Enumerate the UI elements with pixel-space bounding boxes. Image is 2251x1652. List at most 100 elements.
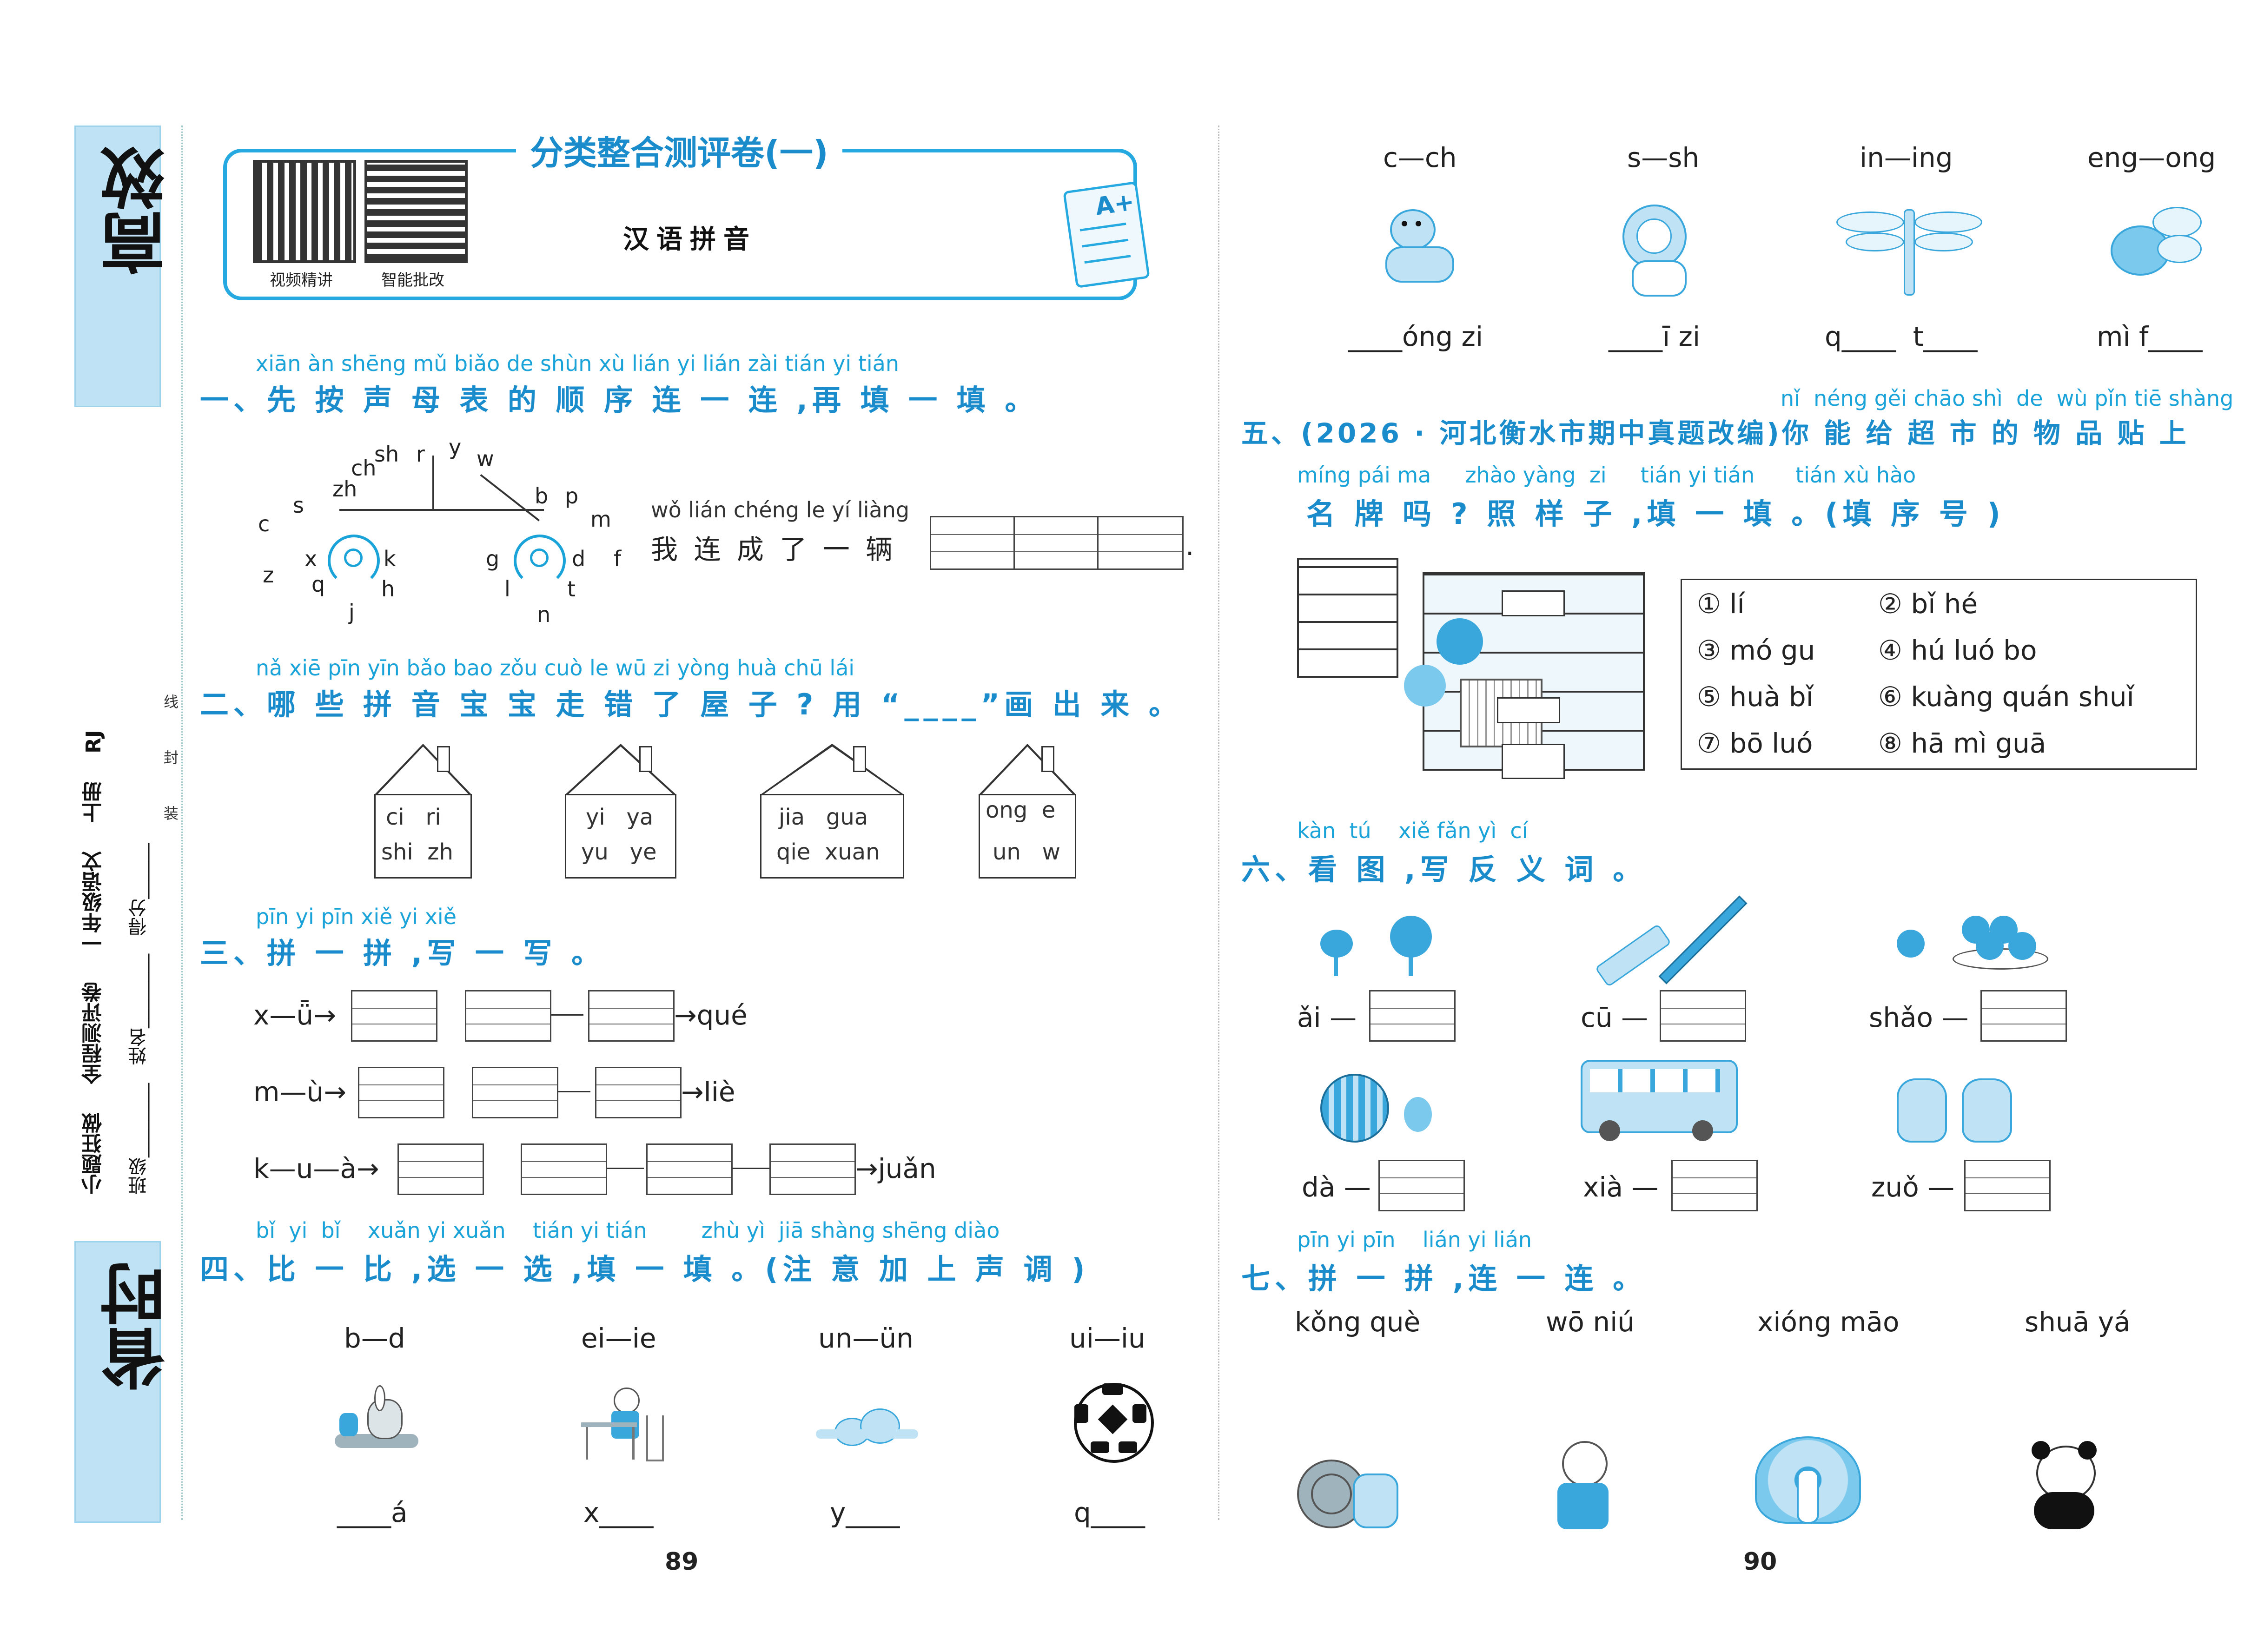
q1-answer-box-2[interactable]	[1013, 516, 1100, 570]
sidebar-series-name2: 全程测评卷	[82, 982, 106, 1084]
q3-row3-box3[interactable]	[646, 1143, 733, 1195]
score-field-label: 得分	[128, 899, 150, 936]
sidebar-edition: RJ	[82, 730, 106, 753]
page-number-right: 90	[1743, 1548, 1777, 1576]
q3-row2-start: m—ù→	[253, 1076, 346, 1108]
q4-pair-4: ui—iu	[1069, 1322, 1145, 1354]
q6-box-2[interactable]	[1660, 990, 1746, 1042]
q3-row1-box3[interactable]	[588, 990, 675, 1042]
name-field-label: 姓名	[128, 1028, 150, 1065]
q3-row2-box2[interactable]	[472, 1067, 558, 1118]
sidebar-top-badge: 高效	[74, 126, 176, 407]
trees-icon	[1311, 916, 1437, 981]
q3-row2-box1[interactable]	[358, 1067, 444, 1118]
letter-w: w	[477, 446, 494, 471]
q3-row1-box2[interactable]	[465, 990, 551, 1042]
supermarket-scene	[1297, 558, 1646, 786]
bee-icon	[2101, 202, 2204, 286]
q5-title-2: 名 牌 吗 ? 照 样 子 ,填 一 填 。(填 序 号 )	[1306, 497, 2005, 531]
house-4-row1: ong e	[986, 797, 1056, 823]
q5-option-3: ③ mó gu	[1697, 634, 1815, 666]
q4b-pair-4: eng—ong	[2087, 142, 2216, 173]
header-subtitle: 汉语拼音	[623, 225, 757, 255]
q7-word-3: xióng māo	[1757, 1306, 1900, 1338]
q6-pinyin: kàn tú xiě fǎn yì cí	[1297, 818, 1528, 843]
boy-brushing-teeth-icon	[1539, 1436, 1632, 1534]
q4b-blank-4[interactable]: mì f____	[2097, 321, 2203, 352]
q6-box-4[interactable]	[1378, 1160, 1465, 1211]
q4-pinyin: bǐ yi bǐ xuǎn yi xuǎn tián yi tián zhù y…	[256, 1218, 1000, 1243]
qr-code-grade[interactable]	[364, 160, 468, 263]
page-number-left: 89	[665, 1548, 699, 1576]
left-arc	[328, 535, 380, 587]
girl-desk-icon	[581, 1383, 665, 1462]
letter-q: q	[311, 572, 325, 597]
house-1-row1: ci ri	[386, 804, 441, 830]
q6-box-3[interactable]	[1980, 990, 2067, 1042]
q1-letter-diagram: sh r y w ch zh b p s m c f x k g d z q h…	[251, 428, 632, 627]
q1-answer-box-3[interactable]	[1097, 516, 1184, 570]
q4-blank-2[interactable]: x____	[583, 1497, 654, 1528]
q5-pinyin-2: míng pái ma zhào yàng zi tián yi tián ti…	[1297, 463, 1916, 488]
q6-item-6: zuǒ —	[1871, 1171, 1955, 1203]
sidebar-volume: 上册	[82, 782, 106, 823]
q1-answer-box-1[interactable]	[930, 516, 1016, 570]
q5-option-2: ② bǐ hé	[1878, 588, 1978, 620]
sidebar-series: 小题狂做 全程测评卷 一年级语文 上册 RJ	[79, 544, 116, 1195]
letter-r: r	[416, 442, 425, 467]
house-1: ci ri shi zh	[374, 744, 472, 879]
q1-pinyin: xiān àn shēng mǔ biǎo de shùn xù lián yi…	[256, 351, 899, 376]
q3-title: 三、拼 一 拼 ,写 一 写 。	[200, 936, 605, 970]
q3-row2-box3[interactable]	[595, 1067, 682, 1118]
q4-blank-3[interactable]: y____	[830, 1497, 900, 1528]
lion-icon	[1613, 200, 1706, 297]
cut-line	[181, 126, 183, 1520]
q3-row3-box4[interactable]	[769, 1143, 856, 1195]
house-2: yi ya yu ye	[565, 744, 676, 879]
cut-marks: 线 封 装	[164, 674, 182, 841]
q4-blank-1[interactable]: ____á	[337, 1497, 408, 1528]
header-title: 分类整合测评卷(一)	[516, 126, 842, 174]
q3-row3-box2[interactable]	[521, 1143, 607, 1195]
q6-item-3: shǎo —	[1869, 1002, 1969, 1033]
watermelon-icon	[1316, 1069, 1446, 1143]
q4-pair-2: ei—ie	[581, 1322, 656, 1354]
letter-p: p	[565, 483, 579, 509]
crayon-pencil-icon	[1590, 895, 1748, 987]
q6-box-6[interactable]	[1964, 1160, 2051, 1211]
letter-x: x	[305, 546, 318, 571]
q3-row3-box1[interactable]	[397, 1143, 484, 1195]
cut-mark-1: 线	[164, 693, 179, 711]
letter-ch: ch	[351, 456, 377, 481]
letter-c: c	[258, 511, 270, 536]
q6-box-5[interactable]	[1671, 1160, 1758, 1211]
q6-box-1[interactable]	[1369, 990, 1456, 1042]
diagram-line-h	[339, 509, 544, 511]
house-2-row2: yu ye	[581, 839, 657, 865]
qr-label-video: 视频精讲	[270, 271, 333, 290]
class-field-label: 班级	[128, 1157, 150, 1195]
house-2-row1: yi ya	[586, 804, 654, 830]
sidebar-grade: 一年级语文	[82, 851, 106, 954]
sidebar-bottom-badge: 省时	[74, 1241, 176, 1523]
letter-l: l	[504, 576, 510, 601]
q6-item-1: ǎi —	[1297, 1002, 1357, 1033]
q3-row1-box1[interactable]	[351, 990, 437, 1042]
right-arc	[514, 535, 566, 587]
cloud-icon	[816, 1404, 918, 1446]
sidebar-top-text: 高效	[100, 145, 176, 276]
q4b-blank-1[interactable]: ____óng zi	[1348, 321, 1483, 352]
q3-row1-start: x—ǖ→	[253, 999, 336, 1031]
q5-title-1: 五、(2026 · 河北衡水市期中真题改编)你 能 给 超 市 的 物 品 贴 …	[1241, 417, 2189, 449]
letter-y: y	[449, 435, 462, 460]
apples-icon	[1892, 911, 2050, 971]
q4b-blank-3[interactable]: q____ t____	[1825, 321, 1978, 352]
letter-h: h	[381, 576, 395, 601]
q4-blank-4[interactable]: q____	[1074, 1497, 1145, 1528]
house-3-row1: jia gua	[779, 804, 868, 830]
qr-code-video[interactable]	[253, 160, 356, 263]
q7-word-2: wō niú	[1546, 1306, 1635, 1338]
letter-k: k	[384, 546, 396, 571]
q4b-blank-2[interactable]: ____ī zi	[1609, 321, 1701, 352]
letter-zh: zh	[332, 476, 358, 502]
